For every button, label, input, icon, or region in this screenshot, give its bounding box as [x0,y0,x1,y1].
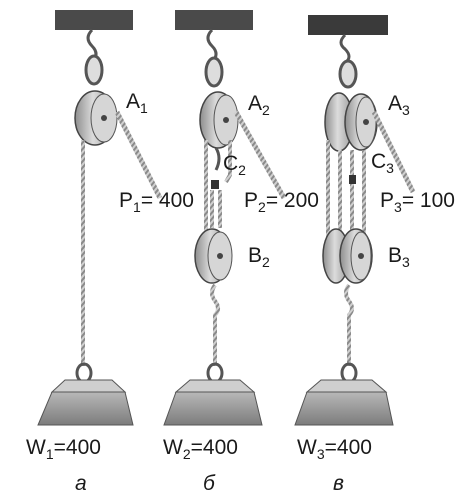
hook-icon [204,28,224,88]
pulley-b2-icon [194,228,233,284]
force-p1-label: P1= 400 [119,189,194,215]
pull-rope-icon [371,110,416,194]
force-p2-label: P2= 200 [244,189,319,215]
panel-a: A1 P1= 400 W1=400 а [26,10,194,495]
connector-c3-icon [349,175,356,184]
ceiling-beam [55,10,133,30]
rope-icon [344,283,354,366]
caption-a: а [75,472,87,495]
pulley-b2-label: B2 [248,244,270,270]
pulley-a1-icon [74,90,118,146]
weight-w3-label: W3=400 [297,436,372,462]
ceiling-beam [175,10,253,30]
caption-b: б [203,472,216,495]
caption-c: в [333,472,344,495]
weight-c-icon [294,362,394,426]
weight-w2-label: W2=400 [163,436,238,462]
hook-icon [338,33,358,89]
force-p3-label: P3= 100 [380,189,455,215]
connector-c3-label: C3 [371,150,394,176]
connector-c2-icon [210,147,222,228]
weight-b-icon [163,362,263,426]
pull-rope-icon [114,110,163,200]
pulley-a3-icon [324,92,378,152]
rope-icon [210,283,220,366]
rope-icon [326,140,366,250]
pulley-a2-label: A2 [248,92,270,118]
pulley-a1-label: A1 [126,90,148,116]
panel-c: A3 C3 P3= 100 B3 W3=400 в [294,15,455,495]
pull-rope-icon [233,110,287,200]
connector-c2-label: C2 [223,152,246,178]
weight-a-icon [37,362,134,426]
panel-b: A2 C2 P2= 200 B2 W2=400 б [163,10,319,495]
pulley-a2-icon [199,91,239,149]
pulley-b3-icon [322,228,373,284]
pulley-b3-label: B3 [388,244,410,270]
hook-icon [84,28,104,86]
ceiling-beam [308,15,388,35]
weight-w1-label: W1=400 [26,436,101,462]
pulley-a3-label: A3 [388,92,410,118]
